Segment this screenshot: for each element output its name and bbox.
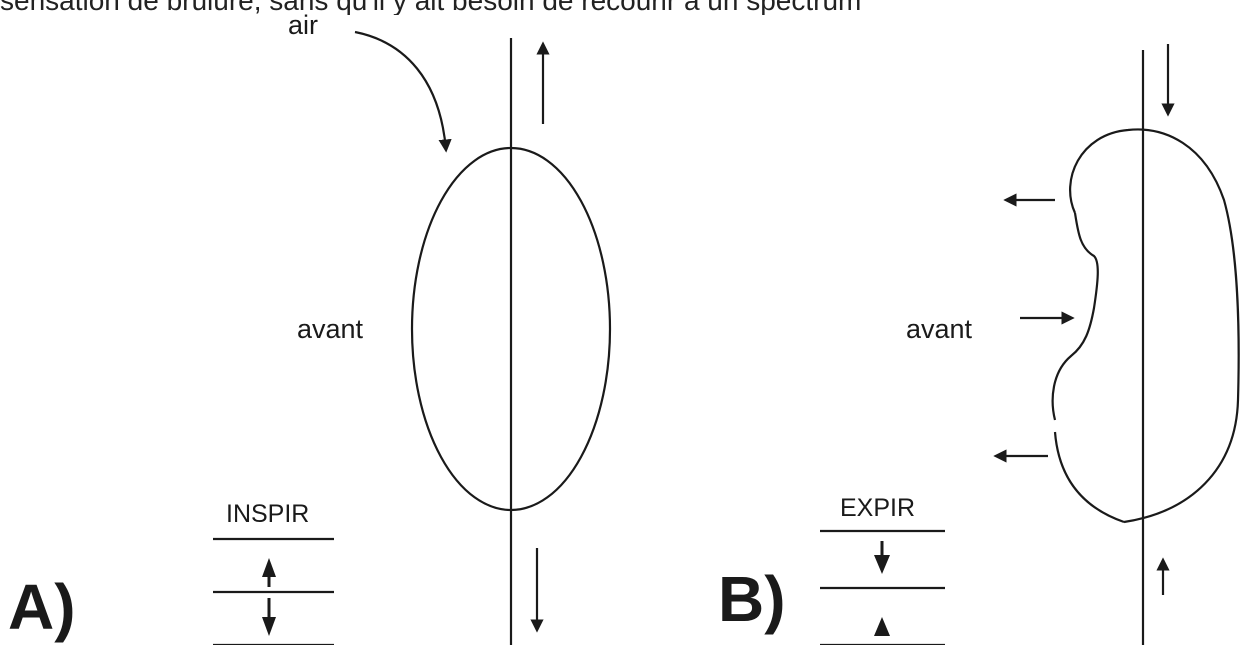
inspir-up-arrow-shaft bbox=[267, 575, 271, 587]
cut-off-text-line: sensation de brûlure, sans qu'il y ait b… bbox=[0, 0, 1240, 15]
panel-b-letter: B) bbox=[718, 563, 786, 635]
top-text: sensation de brûlure, sans qu'il y ait b… bbox=[0, 0, 861, 15]
inspir-up-arrowhead bbox=[262, 558, 276, 577]
air-label: air bbox=[288, 10, 319, 40]
inspir-down-arrow-shaft bbox=[267, 598, 271, 618]
panel-a-avant-label: avant bbox=[297, 314, 364, 344]
panel-a-letter: A) bbox=[8, 571, 76, 643]
inspir-down-arrowhead bbox=[262, 617, 276, 636]
expir-down-arrow-shaft bbox=[880, 541, 884, 557]
panel-b-avant-label: avant bbox=[906, 314, 973, 344]
expir-up-arrowhead bbox=[874, 617, 890, 636]
panel-a-vocal-fold-outline bbox=[410, 146, 612, 512]
panel-b-deformed-fold-outline bbox=[1051, 128, 1240, 524]
inspir-label: INSPIR bbox=[226, 500, 310, 528]
expir-label: EXPIR bbox=[840, 494, 916, 522]
expir-down-arrowhead bbox=[874, 555, 890, 574]
panel-a-air-curved-arrow bbox=[354, 30, 452, 153]
